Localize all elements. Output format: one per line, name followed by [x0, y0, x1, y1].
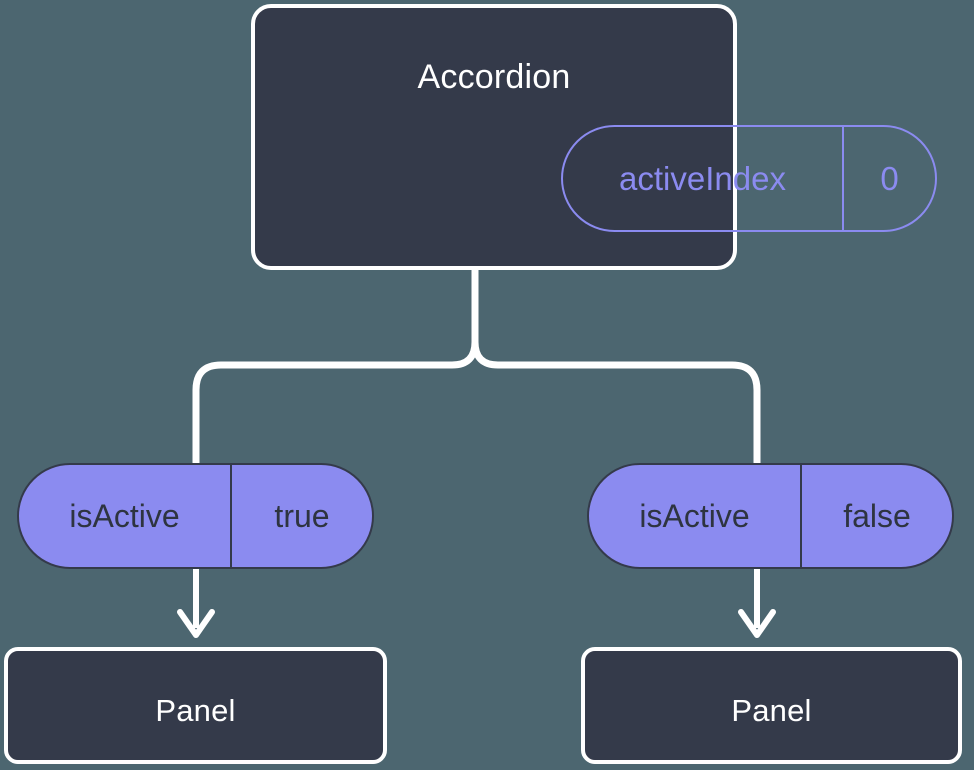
- accordion-title: Accordion: [417, 58, 571, 96]
- right-panel-title: Panel: [731, 693, 812, 728]
- right-branch-prop-pill[interactable]: isActive false: [587, 463, 954, 569]
- arrow-right-head: [738, 609, 776, 638]
- fork-connector: [471, 264, 761, 468]
- accordion-prop-value: 0: [880, 160, 899, 197]
- accordion-component-card[interactable]: Accordion activeIndex 0: [251, 4, 937, 270]
- left-branch-prop-pill[interactable]: isActive true: [17, 463, 374, 569]
- arrow-left-head: [177, 609, 215, 638]
- accordion-prop-pill[interactable]: activeIndex 0: [561, 125, 937, 232]
- left-branch-prop-key: isActive: [19, 465, 232, 567]
- fork-connector-left: [192, 338, 479, 468]
- right-panel-card[interactable]: Panel: [581, 647, 962, 764]
- left-panel-card[interactable]: Panel: [4, 647, 387, 764]
- left-panel-title: Panel: [155, 693, 236, 728]
- right-branch-prop-value: false: [843, 498, 911, 534]
- accordion-prop-key: activeIndex: [563, 127, 844, 230]
- right-branch-prop-key: isActive: [589, 465, 802, 567]
- left-branch-prop-value: true: [274, 498, 330, 534]
